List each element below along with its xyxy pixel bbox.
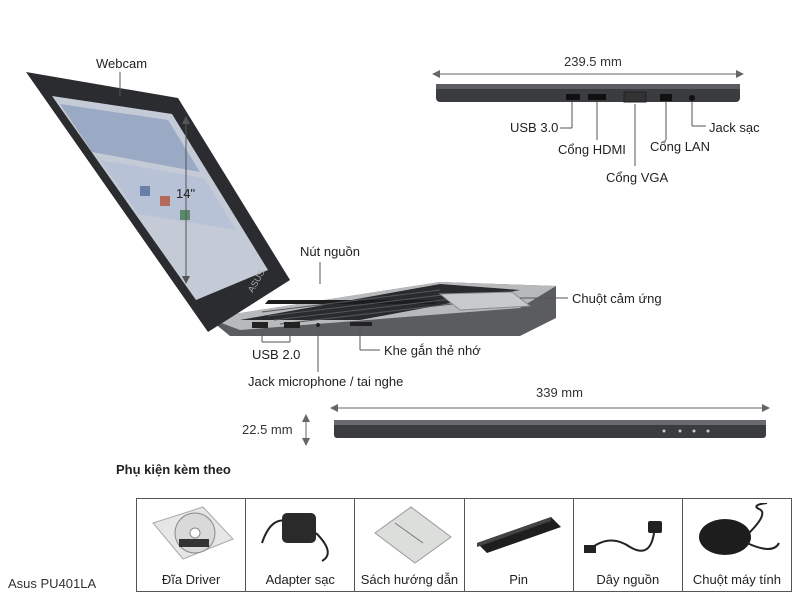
- accessory-label: Chuột máy tính: [692, 572, 782, 587]
- touchpad-shape: [438, 291, 532, 311]
- label-touchpad: Chuột cảm ứng: [572, 291, 662, 306]
- label-vga: Cổng VGA: [606, 170, 669, 185]
- accessory-label: Pin: [509, 572, 528, 587]
- accessory-label: Dây nguồn: [596, 572, 660, 587]
- label-screen-size: 14": [176, 186, 196, 201]
- dim-width: 339 mm: [536, 385, 583, 400]
- accessory-manual: Sách hướng dẫn: [355, 499, 465, 591]
- accessory-mouse: Chuột máy tính: [683, 499, 791, 591]
- accessory-power-cord: Dây nguồn: [574, 499, 683, 591]
- label-power-button: Nút nguồn: [300, 244, 360, 259]
- battery-icon: [476, 517, 561, 553]
- accessory-label: Đĩa Driver: [161, 572, 221, 587]
- disc-icon: [152, 506, 234, 560]
- dim-thickness: 22.5 mm: [242, 422, 293, 437]
- accessory-driver-disc: Đĩa Driver: [137, 499, 247, 591]
- accessories-title: Phụ kiện kèm theo: [116, 462, 231, 477]
- manual-icon: [374, 506, 453, 564]
- label-charge-jack: Jack sạc: [709, 120, 760, 135]
- power-cord-icon: [583, 521, 662, 553]
- model-name: Asus PU401LA: [8, 576, 97, 591]
- label-hdmi: Cổng HDMI: [558, 142, 626, 157]
- dim-depth: 239.5 mm: [564, 54, 622, 69]
- keyboard-grid: [261, 289, 471, 325]
- label-card-slot: Khe gắn thẻ nhớ: [384, 343, 481, 358]
- label-mic-jack: Jack microphone / tai nghe: [248, 374, 404, 389]
- adapter-icon: [261, 513, 329, 562]
- accessory-label: Sách hướng dẫn: [360, 572, 459, 587]
- label-webcam: Webcam: [96, 56, 148, 71]
- accessories-row: Đĩa Driver Adapter sạc Sách hướng dẫn Pi…: [136, 498, 792, 592]
- accessory-label: Adapter sạc: [265, 572, 335, 587]
- label-usb2: USB 2.0: [252, 347, 301, 362]
- label-lan: Cổng LAN: [650, 139, 710, 154]
- accessory-battery: Pin: [465, 499, 574, 591]
- label-usb3: USB 3.0: [510, 120, 559, 135]
- mouse-icon: [698, 503, 780, 555]
- accessory-adapter: Adapter sạc: [246, 499, 356, 591]
